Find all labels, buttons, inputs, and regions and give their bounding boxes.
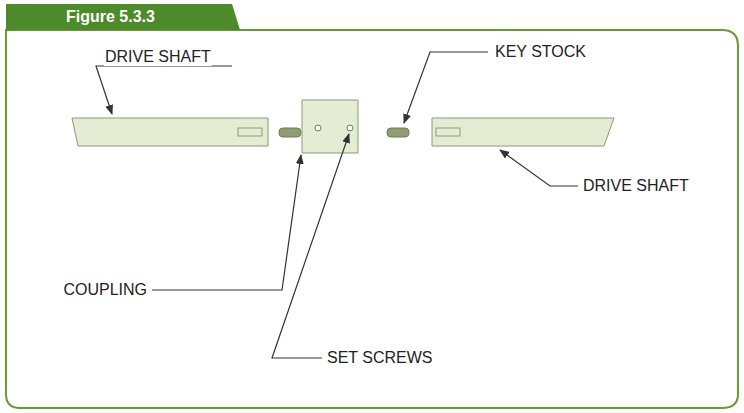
leader-line xyxy=(272,134,349,358)
leader-line xyxy=(96,66,232,114)
part-label: KEY STOCK xyxy=(494,43,587,61)
coupling xyxy=(302,100,358,153)
keyway xyxy=(436,128,460,136)
leader-line xyxy=(152,155,301,290)
title-tab xyxy=(6,4,240,30)
part-label: SET SCREWS xyxy=(326,349,434,367)
part-label: DRIVE SHAFT xyxy=(104,48,212,66)
drive-shaft xyxy=(72,118,268,146)
keyway xyxy=(238,128,262,136)
frame-border xyxy=(6,30,738,408)
key-stock xyxy=(387,128,409,137)
figure-title: Figure 5.3.3 xyxy=(66,8,155,26)
set-screw xyxy=(315,125,321,131)
key-stock xyxy=(279,128,301,137)
leader-line xyxy=(404,52,488,123)
part-label: COUPLING xyxy=(62,281,148,299)
part-label: DRIVE SHAFT xyxy=(582,177,690,195)
set-screw xyxy=(347,125,353,131)
leader-line xyxy=(500,150,578,186)
drive-shaft xyxy=(432,118,614,146)
